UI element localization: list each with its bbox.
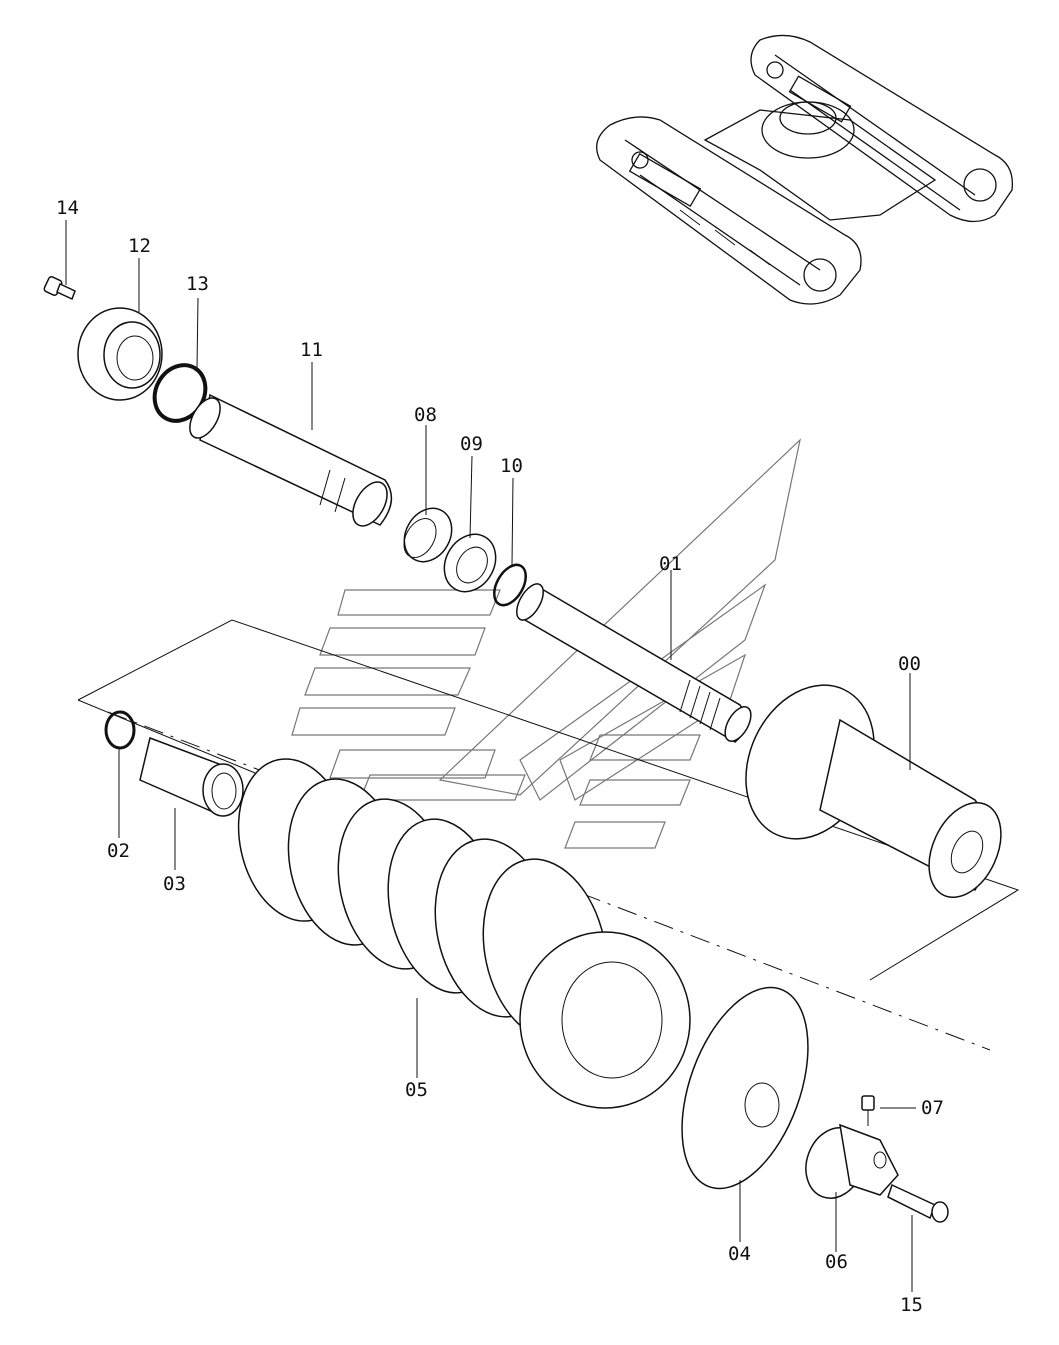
part-07-fitting	[861, 1095, 875, 1126]
label-part-04: 04	[728, 1243, 751, 1265]
label-part-05: 05	[405, 1079, 428, 1101]
part-00-cylinder	[745, 684, 1002, 899]
track-frame-illustration	[596, 34, 1014, 305]
part-10-snap-ring	[493, 563, 527, 607]
part-15-grease-fitting	[887, 1183, 949, 1223]
part-09-seal	[443, 533, 497, 593]
part-11-rod	[189, 393, 393, 527]
label-part-12: 12	[128, 235, 151, 257]
label-part-00: 00	[898, 653, 921, 675]
label-part-08: 08	[414, 404, 437, 426]
label-part-13: 13	[186, 273, 209, 295]
part-01-threaded-rod	[516, 583, 752, 743]
part-04-disc	[681, 986, 809, 1190]
label-part-14: 14	[56, 197, 79, 219]
part-06-nut	[805, 1123, 899, 1199]
part-05-spring	[237, 758, 691, 1109]
label-part-10: 10	[500, 455, 523, 477]
label-part-06: 06	[825, 1251, 848, 1273]
part-02-o-ring	[104, 710, 136, 750]
label-part-09: 09	[460, 433, 483, 455]
label-part-03: 03	[163, 873, 186, 895]
label-part-01: 01	[659, 553, 682, 575]
part-03-spacer	[139, 736, 244, 817]
part-labels: 14 12 13 11 08 09 10 01 00 02 03 05 07 0…	[56, 197, 944, 1316]
leader-lines	[65, 220, 916, 1292]
label-part-15: 15	[900, 1294, 923, 1316]
label-part-07: 07	[921, 1097, 944, 1119]
part-12-cover	[77, 307, 163, 401]
label-part-02: 02	[107, 840, 130, 862]
part-08-bushing	[403, 507, 453, 563]
label-part-11: 11	[300, 339, 323, 361]
part-14-bolt	[43, 276, 76, 301]
